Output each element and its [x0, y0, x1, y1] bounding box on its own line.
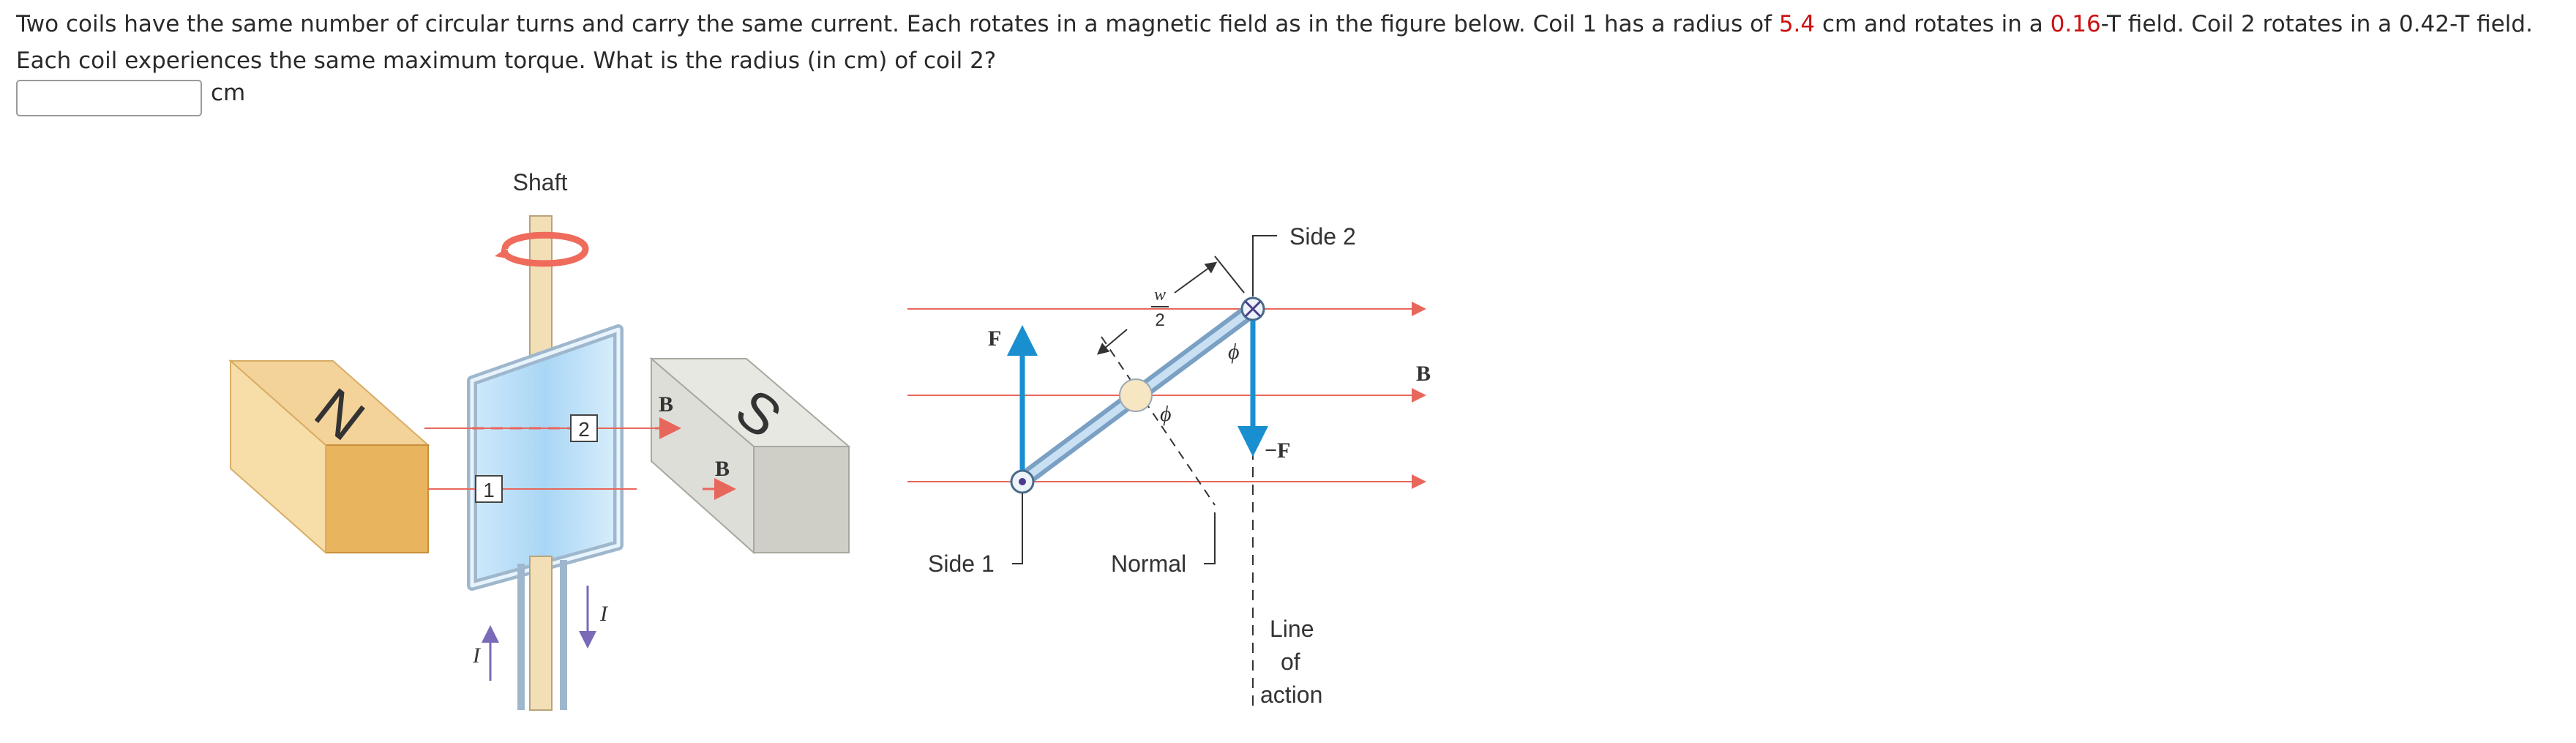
of-label: of: [1281, 649, 1300, 675]
coil-loop: [467, 324, 624, 591]
width-dim-arrow-lower: [1096, 329, 1128, 355]
side2-label: Side 2: [1289, 223, 1356, 250]
field-label-top: B: [659, 392, 673, 417]
answer-row: cm: [16, 78, 245, 119]
width-denominator: 2: [1155, 310, 1164, 330]
coil1-radius-value: 5.4: [1778, 11, 1816, 37]
field-label-right: B: [1416, 362, 1431, 386]
question-part-1: Two coils have the same number of circul…: [16, 11, 1779, 37]
rotation-arrow-icon: [501, 231, 589, 267]
field-label-mid: B: [715, 457, 730, 481]
axle: [1119, 378, 1153, 412]
width-dim-arrow-upper: [1174, 261, 1218, 294]
normal-label: Normal: [1111, 550, 1186, 577]
coil2-label: 2: [578, 418, 590, 441]
question-part-3: -T field. Coil 2 rotates in a 0.42-T fie…: [16, 11, 2533, 74]
force-label: F: [988, 326, 1001, 351]
coil1-field-value: 0.16: [2050, 11, 2101, 37]
n-magnet: N: [228, 359, 430, 555]
width-numerator: w: [1154, 285, 1166, 305]
s-magnet: S: [649, 356, 851, 555]
coil1-label: 1: [483, 479, 495, 501]
neg-force-label: −F: [1265, 438, 1290, 463]
coil1-box: [475, 475, 503, 503]
question-part-2: cm and rotates in a: [1815, 11, 2051, 37]
side1-label: Side 1: [928, 550, 995, 577]
answer-unit: cm: [211, 80, 246, 106]
answer-input[interactable]: [16, 80, 202, 116]
coil2-box: [570, 414, 598, 442]
motor-diagram: N S Shaft 2 1 B: [228, 169, 851, 711]
action-label: action: [1260, 682, 1322, 708]
shaft-bottom: [529, 556, 553, 711]
torque-diagram: B F −F ϕ ϕ w 2 Side 2: [907, 223, 1431, 710]
normal-line: [1101, 336, 1216, 506]
question-text: Two coils have the same number of circul…: [16, 6, 2563, 79]
physics-figure: N S Shaft 2 1 B: [228, 169, 1431, 711]
current-label-right: I: [599, 602, 609, 626]
current-label-left: I: [472, 643, 482, 668]
shaft-label: Shaft: [513, 169, 568, 195]
phi-label-2: ϕ: [1160, 402, 1172, 426]
line-label: Line: [1270, 616, 1314, 642]
phi-label-1: ϕ: [1228, 340, 1240, 364]
